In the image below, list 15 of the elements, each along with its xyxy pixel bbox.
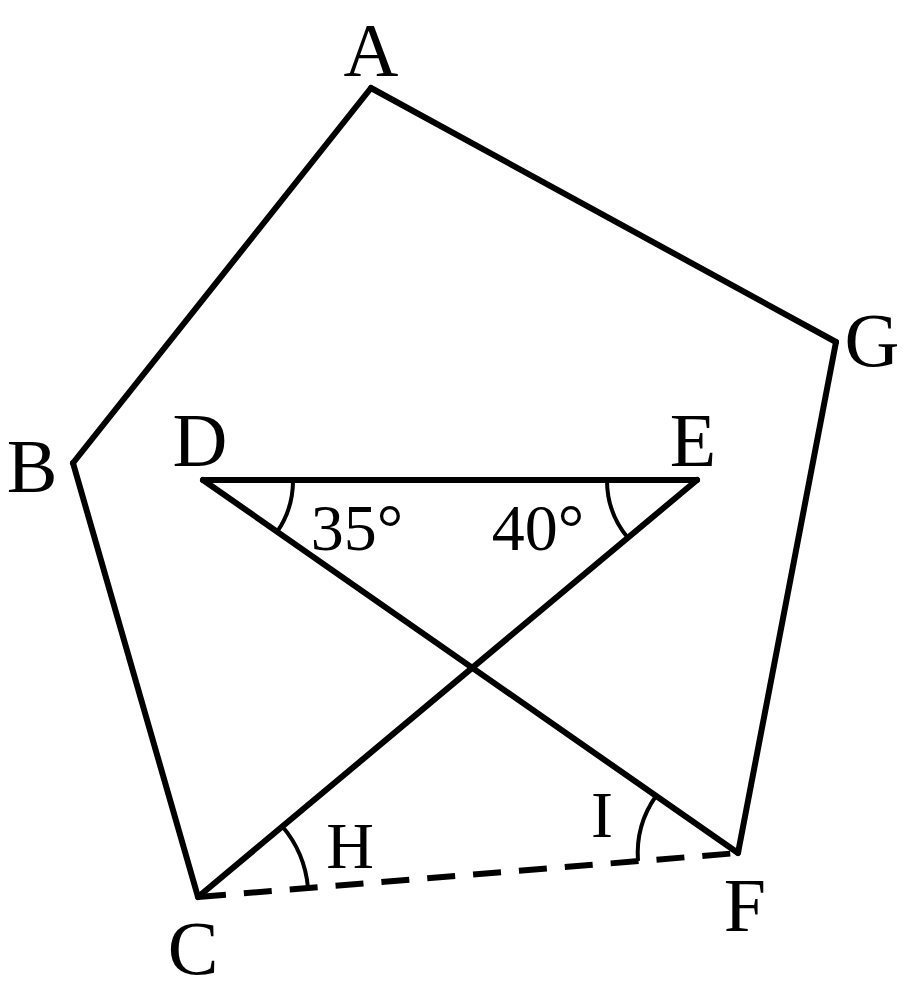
- vertex-label: C: [167, 910, 219, 986]
- line-segment: [368, 85, 839, 345]
- vertex-label: E: [669, 402, 717, 478]
- vertex-label: F: [723, 867, 767, 943]
- line-segment: [200, 477, 741, 856]
- vertex-label: G: [844, 302, 900, 378]
- line-segment: [70, 85, 374, 466]
- vertex-label: D: [172, 402, 228, 478]
- angle-label: 35°: [310, 495, 404, 561]
- vertex-label: B: [6, 428, 58, 504]
- angle-label: 40°: [491, 495, 585, 561]
- line-segment: [195, 477, 700, 900]
- angle-label: H: [326, 813, 374, 879]
- vertex-label: A: [343, 12, 399, 88]
- angle-label: I: [591, 782, 613, 848]
